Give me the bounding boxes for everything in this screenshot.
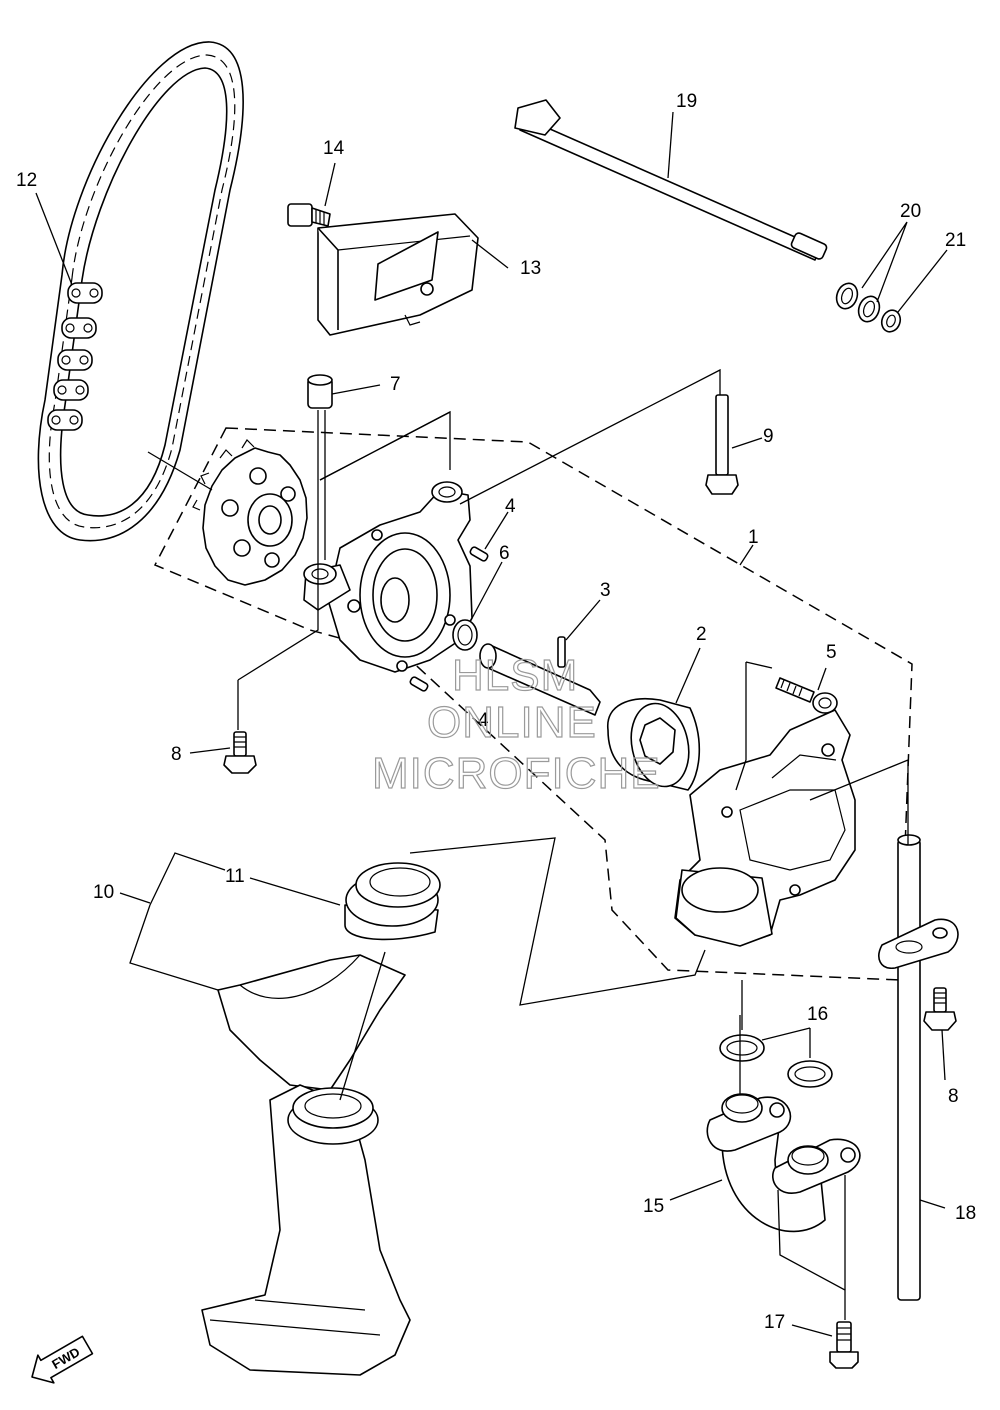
callout-20: 20 [900,201,921,222]
leader-lines [35,111,948,1337]
long-flange-bolt [705,394,739,495]
chain-guide [317,213,479,336]
guide-bolt [287,203,331,227]
callout-5: 5 [826,642,837,663]
oil-delivery-pipe [514,99,828,261]
callout-15: 15 [643,1196,664,1217]
dowel-pin-upper [469,546,489,562]
watermark-line3: MICROFICHE [372,749,661,798]
watermark-line2: ONLINE [427,698,597,747]
o-ring-21 [880,309,902,333]
pump-cover-screw [775,677,838,714]
elbow-bolt [829,1321,859,1369]
pump-sprocket [192,439,308,586]
housing-o-ring [452,619,478,651]
o-ring-20b [857,295,881,323]
callout-labels: 1 2 3 4 4 5 6 7 8 8 9 10 11 12 13 14 15 … [16,91,976,1333]
callout-13: 13 [520,258,541,279]
callout-14: 14 [323,138,345,159]
drive-chain [37,41,244,542]
pump-shaft [479,643,601,716]
callout-16: 16 [807,1004,828,1025]
flange-bolt-right [923,987,957,1031]
callout-4-upper: 4 [505,496,516,517]
shaft-pin [557,636,566,668]
callout-6: 6 [499,543,510,564]
callout-1: 1 [748,527,759,548]
callout-10: 10 [93,882,114,903]
callout-9: 9 [763,426,774,447]
collar [307,374,333,409]
callout-2: 2 [696,624,707,645]
pickup-seal [344,862,441,941]
callout-12: 12 [16,170,37,191]
pump-rotor [607,698,701,791]
watermark-line1: HLSM [452,651,578,700]
callout-19: 19 [676,91,697,112]
assembly-outline [153,427,913,981]
pump-cover [674,709,856,947]
pump-housing [303,481,473,673]
callout-8-left: 8 [171,744,182,765]
watermark: HLSM ONLINE MICROFICHE [371,650,661,798]
callout-17: 17 [764,1312,785,1333]
oil-strainer [201,954,411,1376]
dowel-pin-lower [409,676,429,692]
callout-21: 21 [945,230,966,251]
o-ring-20a [835,282,859,310]
flange-bolt-left [223,731,257,774]
callout-7: 7 [390,374,401,395]
o-ring-16b [787,1060,833,1088]
callout-3: 3 [600,580,611,601]
callout-8-right: 8 [948,1086,959,1107]
o-ring-16a [719,1034,765,1062]
fwd-arrow-icon: FWD [31,1335,94,1384]
elbow-pipe [706,1093,861,1233]
callout-11: 11 [225,866,245,887]
callout-4-lower: 4 [478,710,489,731]
callout-18: 18 [955,1203,976,1224]
oil-pipe-vertical [878,834,959,1301]
